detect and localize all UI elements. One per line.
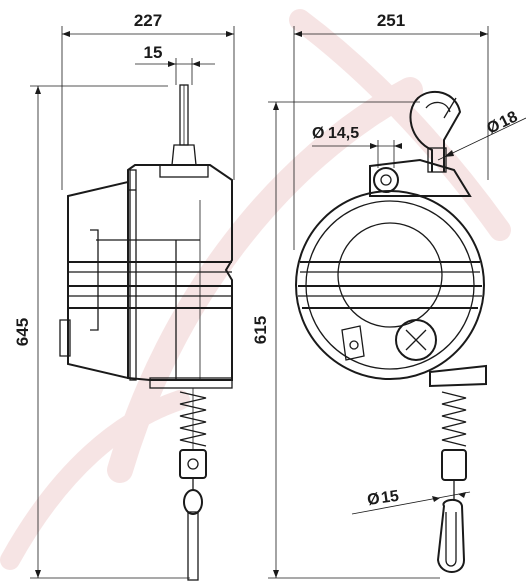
drum-outer (295, 190, 485, 380)
side-height-label: 645 (13, 318, 32, 346)
side-bottom-eye (183, 489, 203, 515)
top-mount (369, 158, 472, 197)
top-hook (409, 90, 462, 172)
carabiner-diameter-symbol: Ø (366, 490, 381, 509)
hook-diameter-label: 18 (497, 108, 521, 131)
carabiner-diameter-label: 15 (380, 488, 400, 507)
cable-diameter-symbol: Ø (312, 125, 324, 142)
hook-width-label: 15 (144, 43, 163, 62)
front-view (295, 90, 487, 573)
side-stopper (179, 449, 207, 479)
cable-guide-ring (373, 167, 399, 193)
side-view (59, 84, 233, 581)
watermark (0, 9, 511, 570)
drum-inner (337, 222, 443, 328)
front-width-label: 251 (377, 11, 405, 30)
front-dimensions: 251 615 Ø 14,5 Ø 18 Ø 15 (251, 11, 526, 579)
bottom-mount (429, 364, 487, 388)
side-dimensions: 227 15 645 (13, 11, 235, 579)
front-height-label: 615 (251, 316, 270, 344)
side-housing (127, 164, 233, 381)
front-stopper (441, 449, 467, 481)
carabiner (436, 499, 466, 573)
cable-diameter-label: 14,5 (328, 125, 359, 142)
front-spring (441, 391, 467, 447)
ratchet-wheel (395, 319, 437, 361)
side-width-label: 227 (134, 11, 162, 30)
hook-collar (171, 144, 197, 166)
